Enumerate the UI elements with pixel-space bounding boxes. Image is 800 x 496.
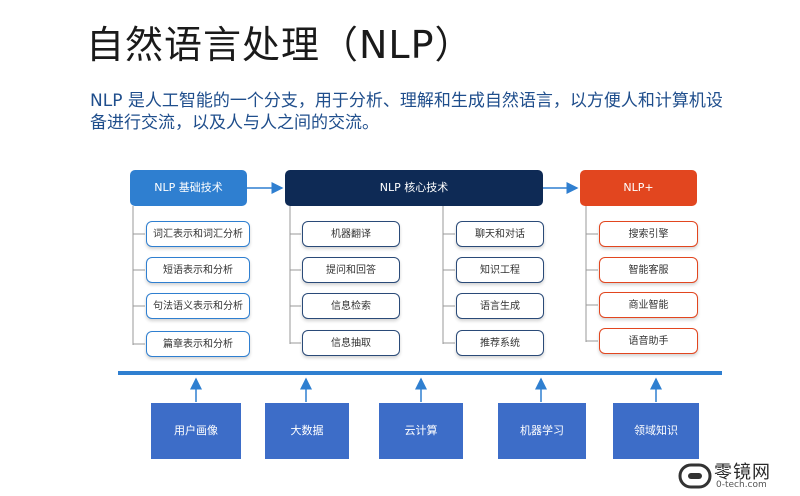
plus-item: 语音助手 [599,328,698,354]
brand-watermark: 零镜网 0-tech.com [676,458,796,494]
brand-name: 零镜网 [714,462,771,483]
foundation-bar [118,371,722,375]
foundation-box-user-profile: 用户画像 [151,403,241,459]
core-item: 知识工程 [456,257,544,283]
core-item: 聊天和对话 [456,221,544,247]
foundation-box-machine-learning: 机器学习 [498,403,586,459]
foundation-box-cloud-computing: 云计算 [379,403,463,459]
core-item: 提问和回答 [302,257,400,283]
basic-item: 短语表示和分析 [146,257,250,283]
basic-tech-header: NLP 基础技术 [130,170,247,206]
foundation-box-big-data: 大数据 [265,403,349,459]
plus-item: 智能客服 [599,257,698,283]
basic-item: 篇章表示和分析 [146,331,250,357]
page-title: 自然语言处理（NLP） [86,23,474,67]
core-tech-header: NLP 核心技术 [285,170,543,206]
core-item: 机器翻译 [302,221,400,247]
basic-item: 词汇表示和词汇分析 [146,221,250,247]
plus-item: 搜索引擎 [599,221,698,247]
brand-logo-icon [678,463,712,489]
core-item: 推荐系统 [456,330,544,356]
basic-item: 句法语义表示和分析 [146,293,250,319]
core-item: 信息抽取 [302,330,400,356]
core-item: 语言生成 [456,293,544,319]
nlp-plus-header: NLP+ [580,170,697,206]
foundation-box-domain-knowledge: 领域知识 [613,403,699,459]
plus-item: 商业智能 [599,292,698,318]
brand-url: 0-tech.com [716,480,767,490]
core-item: 信息检索 [302,293,400,319]
intro-text: NLP 是人工智能的一个分支，用于分析、理解和生成自然语言，以方便人和计算机设备… [90,91,723,133]
